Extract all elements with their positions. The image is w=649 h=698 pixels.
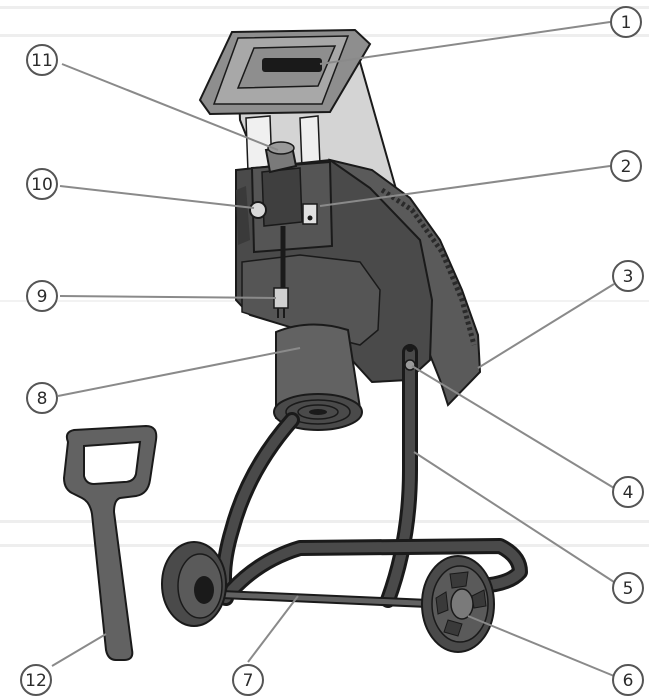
push-tool — [62, 424, 158, 661]
reset-button — [249, 201, 267, 219]
locking-knob — [264, 141, 298, 174]
callout-label-11: 11 — [31, 51, 53, 71]
callout-line-5 — [413, 451, 615, 583]
callout-10: 10 — [26, 168, 58, 200]
callout-label-5: 5 — [623, 579, 634, 599]
callout-6: 6 — [612, 664, 644, 696]
callout-1: 1 — [610, 6, 642, 38]
callout-12: 12 — [20, 664, 52, 696]
callout-line-6 — [467, 615, 615, 677]
axle — [205, 589, 445, 609]
on-off-switch — [302, 203, 318, 225]
left-wheel — [161, 541, 227, 627]
frame-mount-bolt — [404, 344, 416, 371]
callout-8: 8 — [26, 382, 58, 414]
callout-line-11 — [61, 63, 279, 151]
callout-11: 11 — [26, 44, 58, 76]
callout-lines — [51, 21, 615, 677]
callout-label-9: 9 — [37, 287, 48, 307]
power-plug — [273, 287, 289, 318]
callout-5: 5 — [612, 572, 644, 604]
hopper-funnel — [198, 28, 372, 116]
callout-label-12: 12 — [25, 671, 47, 691]
callout-label-1: 1 — [621, 13, 632, 33]
callout-label-10: 10 — [31, 175, 53, 195]
callout-label-2: 2 — [621, 157, 632, 177]
callout-7: 7 — [232, 664, 264, 696]
callout-line-8 — [57, 347, 301, 397]
callout-markers: 1 2 3 4 5 6 7 8 — [20, 6, 644, 696]
callout-line-12 — [51, 633, 107, 667]
callout-line-9 — [59, 295, 277, 299]
callout-4: 4 — [612, 476, 644, 508]
callout-3: 3 — [612, 260, 644, 292]
control-panel — [250, 160, 334, 290]
callout-2: 2 — [610, 150, 642, 182]
callout-line-2 — [319, 165, 611, 207]
right-wheel — [421, 555, 495, 653]
chassis-frame — [216, 344, 528, 608]
callout-label-6: 6 — [623, 671, 634, 691]
callout-9: 9 — [26, 280, 58, 312]
callout-line-3 — [477, 283, 615, 369]
callout-line-4 — [411, 365, 615, 489]
callout-line-10 — [59, 185, 255, 209]
callout-label-3: 3 — [623, 267, 634, 287]
callout-line-7 — [247, 595, 299, 663]
callout-label-8: 8 — [37, 389, 48, 409]
callout-label-7: 7 — [243, 671, 254, 691]
callout-line-1 — [319, 21, 611, 65]
callout-label-4: 4 — [623, 483, 634, 503]
